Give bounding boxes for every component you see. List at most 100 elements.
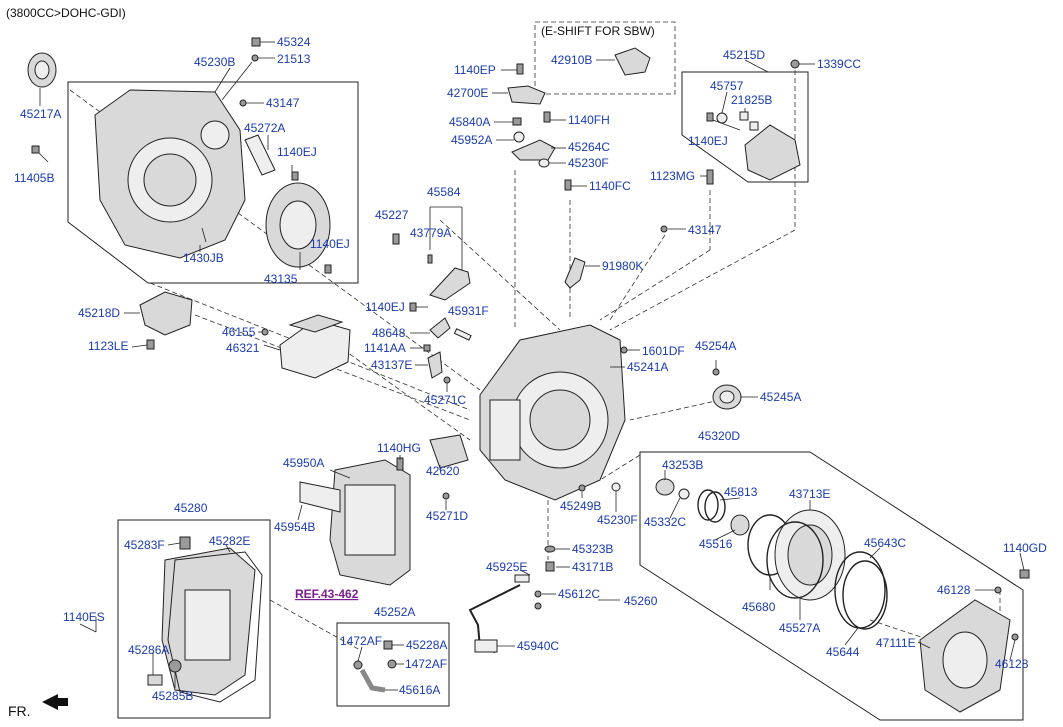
piston-45332C[interactable] [678, 488, 690, 500]
valve-body-45950A[interactable] [329, 459, 411, 586]
part-label-45218D[interactable]: 45218D [78, 306, 120, 320]
ref-link-43-462[interactable]: REF.43-462 [295, 587, 359, 601]
part-label-46128-a[interactable]: 46128 [937, 583, 971, 597]
part-label-1339CC[interactable]: 1339CC [817, 57, 861, 71]
part-label-43171B[interactable]: 43171B [572, 560, 613, 574]
part-label-46128-b[interactable]: 46128 [995, 657, 1029, 671]
bolt-1140EJ-d[interactable] [706, 112, 714, 122]
part-label-45282E[interactable]: 45282E [209, 534, 250, 548]
part-label-45245A[interactable]: 45245A [760, 390, 801, 404]
snap-ring-45644[interactable] [842, 560, 888, 630]
bolt-1140EJ-b[interactable] [324, 264, 332, 274]
bolt-11405B[interactable] [31, 145, 49, 163]
part-label-43713E[interactable]: 43713E [789, 487, 830, 501]
plug-45285B[interactable] [168, 659, 182, 673]
part-label-1140ES[interactable]: 1140ES [63, 610, 105, 624]
part-label-45952A[interactable]: 45952A [451, 133, 492, 147]
part-label-45324[interactable]: 45324 [277, 35, 311, 49]
bolt-1140EP[interactable] [516, 63, 524, 75]
bracket-43137E[interactable] [427, 351, 443, 379]
bushing-21825B[interactable] [739, 111, 759, 131]
part-label-45271D[interactable]: 45271D [426, 509, 468, 523]
bolt-1141AA[interactable] [423, 344, 431, 352]
part-label-42910B[interactable]: 42910B [551, 53, 592, 67]
part-label-1141AA[interactable]: 1141AA [364, 341, 406, 355]
part-label-45249B[interactable]: 45249B [560, 499, 601, 513]
bracket-91980K[interactable] [564, 257, 586, 289]
part-label-45643C[interactable]: 45643C [864, 536, 906, 550]
part-label-46321[interactable]: 46321 [226, 341, 260, 355]
part-label-43147-b[interactable]: 43147 [688, 223, 722, 237]
part-label-45323B[interactable]: 45323B [572, 542, 613, 556]
bolt-45227[interactable] [392, 233, 400, 245]
oring-46155[interactable] [261, 328, 269, 336]
bolt-1339CC[interactable] [790, 59, 800, 69]
bolt-1123MG[interactable] [706, 169, 714, 185]
connector-45925E[interactable] [514, 574, 530, 583]
transmission-case-45230B[interactable] [94, 89, 246, 259]
bracket-45218D[interactable] [139, 291, 193, 336]
sensor-45272A[interactable] [244, 134, 276, 176]
part-label-1140EJ-d[interactable]: 1140EJ [688, 134, 728, 148]
part-label-1140GD[interactable]: 1140GD [1003, 541, 1047, 555]
seal-45230F-top[interactable] [538, 158, 550, 168]
part-label-45228A[interactable]: 45228A [406, 638, 447, 652]
plug-1601DF[interactable] [620, 346, 628, 354]
part-label-47111E[interactable]: 47111E [876, 636, 916, 650]
plug-45283F[interactable] [179, 536, 191, 550]
part-label-1472AF-b[interactable]: 1472AF [405, 657, 447, 671]
part-label-46155[interactable]: 46155 [222, 325, 256, 339]
pin-45931F[interactable] [453, 328, 472, 341]
lever-48648[interactable] [429, 317, 451, 339]
part-label-45271C[interactable]: 45271C [424, 393, 466, 407]
fitting-45228A[interactable] [383, 640, 393, 650]
retainer-45527A[interactable] [766, 521, 824, 599]
part-label-45217A[interactable]: 45217A [20, 107, 61, 121]
bolt-1140FC[interactable] [564, 179, 572, 191]
part-label-1430JB[interactable]: 1430JB [183, 251, 224, 265]
harness-45940C[interactable] [468, 584, 521, 653]
clip-1472AF-b[interactable] [387, 659, 397, 669]
part-label-43779A[interactable]: 43779A [410, 226, 451, 240]
part-label-1140EP[interactable]: 1140EP [454, 63, 496, 77]
part-label-43135[interactable]: 43135 [264, 272, 298, 286]
part-label-1140FC[interactable]: 1140FC [589, 179, 631, 193]
part-label-1140FH[interactable]: 1140FH [568, 113, 610, 127]
detent-lever-45584[interactable] [429, 267, 471, 301]
plug-45254A[interactable] [712, 368, 720, 376]
snap-ring-45643C[interactable] [834, 551, 886, 629]
hose-45616A[interactable] [359, 668, 386, 693]
converter-housing-45241A[interactable] [479, 324, 626, 501]
spring-43779A[interactable] [427, 254, 433, 264]
magnet-45286A[interactable] [147, 674, 163, 686]
part-label-45230F-b[interactable]: 45230F [597, 513, 638, 527]
oring-45323B[interactable] [544, 545, 556, 553]
pin-1430JB[interactable] [201, 227, 207, 243]
plug-46128-a[interactable] [994, 586, 1002, 594]
plug-45249B[interactable] [578, 484, 586, 492]
seal-rings-45813[interactable] [697, 489, 726, 523]
plug-43147[interactable] [239, 99, 264, 107]
bolt-1140FH[interactable] [543, 111, 551, 123]
part-label-42700E[interactable]: 42700E [447, 86, 488, 100]
baffle-43135[interactable] [265, 182, 331, 268]
part-label-45286A[interactable]: 45286A [128, 643, 169, 657]
part-label-45584[interactable]: 45584 [427, 185, 461, 199]
seal-45245A[interactable] [712, 384, 742, 410]
bearing-45516[interactable] [730, 514, 750, 536]
plug-46128-b[interactable] [1011, 633, 1019, 641]
part-label-45612C[interactable]: 45612C [558, 587, 600, 601]
plate-45954B[interactable] [299, 481, 341, 513]
part-label-45925E[interactable]: 45925E [486, 560, 527, 574]
plug-43147-b[interactable] [660, 225, 668, 233]
seal-43253B[interactable] [655, 478, 675, 496]
part-label-45252A[interactable]: 45252A [374, 605, 415, 619]
part-label-45230F[interactable]: 45230F [568, 156, 609, 170]
plug-43171B[interactable] [545, 561, 555, 572]
part-label-1140HG[interactable]: 1140HG [377, 441, 421, 455]
part-label-91980K[interactable]: 91980K [602, 259, 643, 273]
part-label-43137E[interactable]: 43137E [371, 358, 412, 372]
clip-1472AF-a[interactable] [353, 660, 363, 670]
plug-45271D[interactable] [442, 492, 450, 500]
part-label-45320D[interactable]: 45320D [698, 429, 740, 443]
